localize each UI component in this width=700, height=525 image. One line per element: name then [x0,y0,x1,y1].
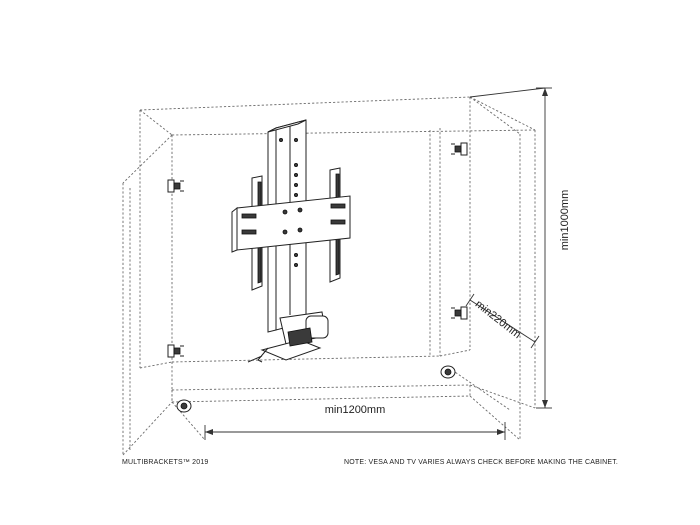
hinge-icons [167,142,468,358]
depth-dimension: min220mm [465,293,540,349]
hinge-icon [451,306,468,320]
brand-footer: MULTIBRACKETS™ 2019 [122,459,209,466]
height-dimension: min1000mm [469,87,571,409]
tv-lift [231,119,351,363]
hinge-icon [451,142,468,156]
note-footer: NOTE: VESA AND TV VARIES ALWAYS CHECK BE… [344,459,619,466]
width-label: min1200mm [325,404,386,416]
wheel-icon [176,399,192,413]
depth-label: min220mm [473,298,523,341]
hinge-icon [167,344,184,358]
height-label: min1000mm [559,190,571,251]
bar-slots [241,203,346,235]
column-holes [278,137,298,267]
left-door [122,134,206,456]
width-dimension: min1200mm [204,404,506,440]
cabinet-outline [139,96,536,409]
hinge-icon [167,179,184,193]
wheel-icon [440,365,456,379]
right-door [429,96,521,441]
wheel-icons [176,365,456,413]
